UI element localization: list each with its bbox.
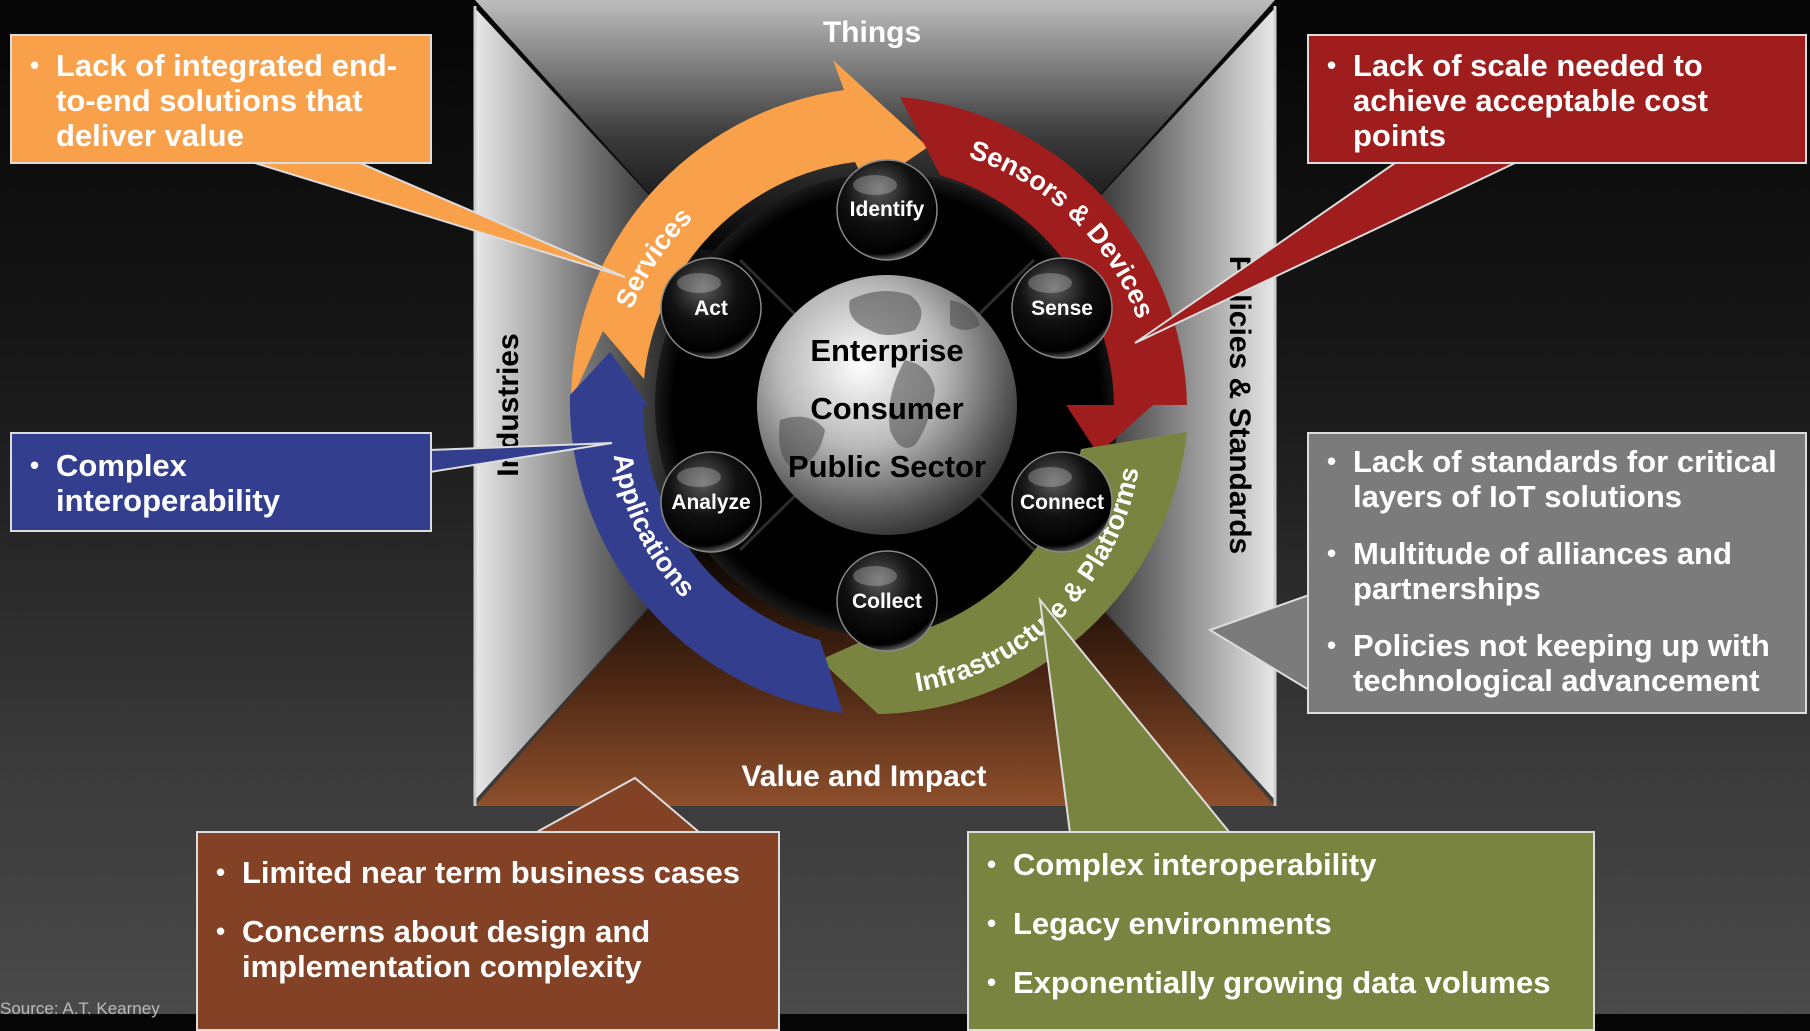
ring-segment-applications [570, 352, 843, 713]
callout-value-item: Concerns about design and implementation… [212, 914, 764, 984]
callout-services-item: Lack of integrated end-to-end solutions … [26, 48, 416, 153]
frame-bottom-label: Value and Impact [741, 760, 986, 793]
callout-infrastructure: Complex interoperability Legacy environm… [967, 831, 1595, 1031]
callout-infrastructure-item: Complex interoperability [983, 847, 1579, 882]
callout-policies-item: Policies not keeping up with technologic… [1323, 628, 1791, 698]
node-collect-label: Collect [852, 590, 922, 613]
callout-policies-item: Multitude of alliances and partnerships [1323, 536, 1791, 606]
callout-value-item: Limited near term business cases [212, 855, 764, 890]
callout-sensors: Lack of scale needed to achieve acceptab… [1307, 34, 1807, 164]
globe [757, 275, 1017, 535]
node-analyze-label: Analyze [671, 491, 750, 514]
globe-line-consumer: Consumer [810, 391, 963, 426]
node-identify: Identify [836, 159, 938, 261]
frame-top-label: Things [823, 16, 921, 49]
source-note: Source: A.T. Kearney [0, 999, 160, 1018]
node-collect: Collect [836, 550, 938, 652]
callout-sensors-item: Lack of scale needed to achieve acceptab… [1323, 48, 1791, 153]
node-identify-label: Identify [850, 198, 925, 221]
callout-applications-item: Complex interoperability [26, 448, 416, 518]
node-act-label: Act [694, 297, 728, 320]
globe-continents [779, 291, 980, 470]
frame-right-label: Policies & Standards [1223, 256, 1256, 554]
node-connect-label: Connect [1020, 491, 1104, 514]
node-connect: Connect [1011, 451, 1113, 553]
callout-policies-item: Lack of standards for critical layers of… [1323, 444, 1791, 514]
globe-line-public-sector: Public Sector [788, 449, 986, 484]
callout-value: Limited near term business cases Concern… [196, 831, 780, 1031]
callout-infrastructure-item: Legacy environments [983, 906, 1579, 941]
ring-segment-sensors [900, 97, 1187, 454]
node-sense: Sense [1011, 257, 1113, 359]
callout-applications: Complex interoperability [10, 432, 432, 532]
callout-policies: Lack of standards for critical layers of… [1307, 432, 1807, 714]
callout-infrastructure-item: Exponentially growing data volumes [983, 965, 1579, 1000]
node-sense-label: Sense [1031, 297, 1093, 320]
globe-line-enterprise: Enterprise [810, 333, 963, 368]
node-analyze: Analyze [660, 451, 762, 553]
ring-segment-services [571, 60, 928, 401]
node-act: Act [660, 257, 762, 359]
callout-services: Lack of integrated end-to-end solutions … [10, 34, 432, 164]
